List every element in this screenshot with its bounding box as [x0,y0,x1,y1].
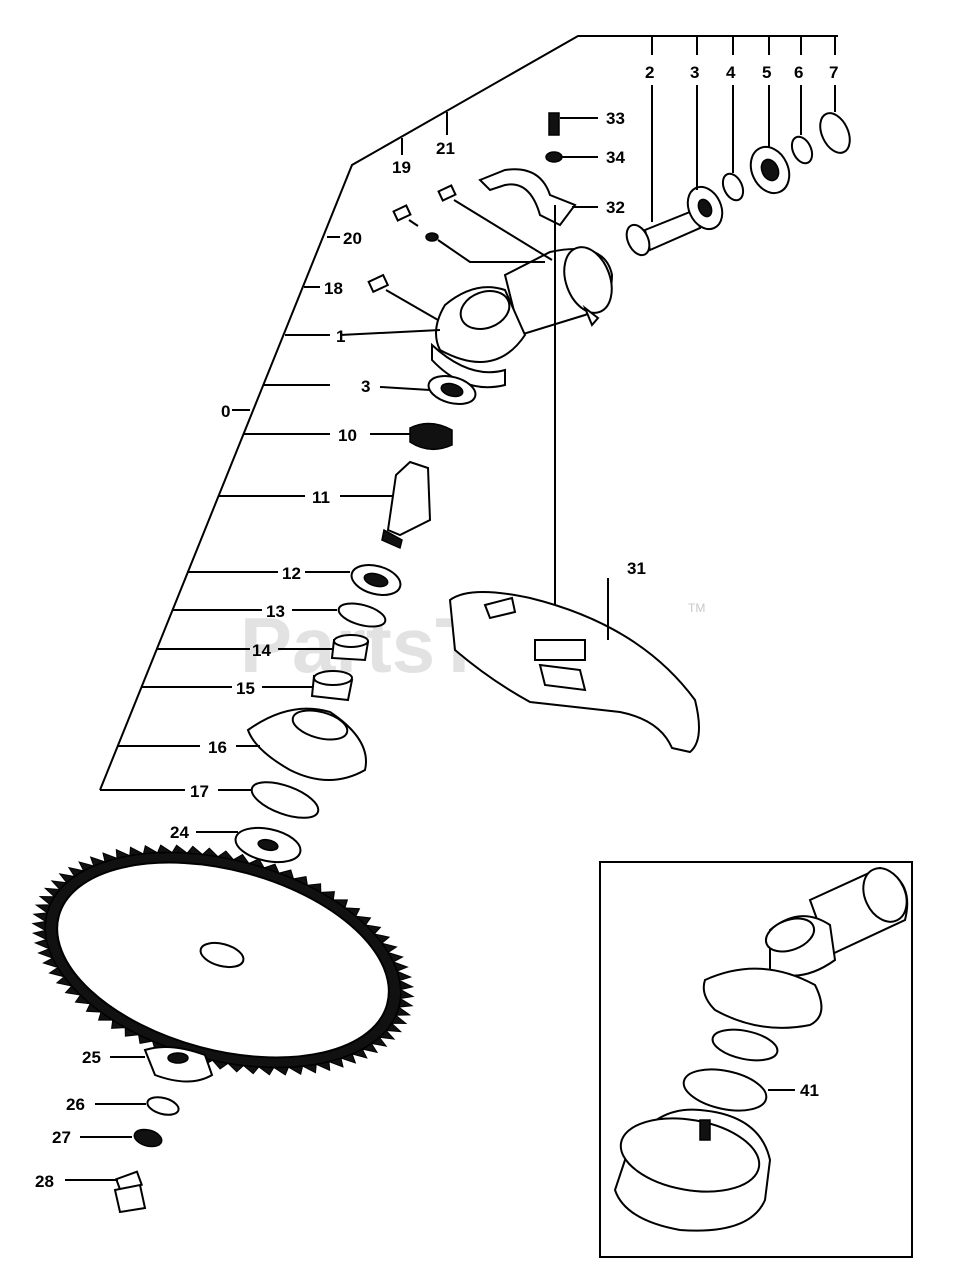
upper-shaft-parts [625,85,851,257]
label-32: 32 [606,198,625,217]
label-19: 19 [392,158,411,177]
label-17: 17 [190,782,209,801]
label-1: 1 [336,327,345,346]
label-0: 0 [221,402,230,421]
label-3b: 3 [361,377,370,396]
label-18: 18 [324,279,343,298]
snap-ring-17 [250,781,320,819]
screw-18 [367,273,390,294]
washer-26 [146,1096,180,1116]
label-10: 10 [338,426,357,445]
label-6: 6 [794,63,803,82]
screw-21 [437,184,457,202]
gear-case [431,246,614,389]
holder-25 [143,1045,214,1083]
screw-19 [392,204,412,222]
label-28: 28 [35,1172,54,1191]
washer-20 [425,232,439,242]
watermark-tm: TM [688,601,705,615]
label-13: 13 [266,602,285,621]
screw-33 [548,112,560,136]
saw-blade [31,844,415,1076]
clamp-parts [339,112,598,625]
label-5: 5 [762,63,771,82]
label-31: 31 [627,559,646,578]
label-41: 41 [800,1081,819,1100]
assembly-bracket [99,35,838,791]
ring-6 [790,135,814,165]
label-4: 4 [726,63,736,82]
nut-27 [133,1128,163,1148]
blade-fasteners [65,1045,214,1214]
ring-13 [337,602,387,628]
label-11: 11 [312,488,330,507]
snap-ring-7 [819,112,851,154]
label-16: 16 [208,738,227,757]
spindle-11 [386,460,432,537]
label-2: 2 [645,63,654,82]
label-21: 21 [436,139,455,158]
label-14: 14 [252,641,271,660]
label-25: 25 [82,1048,101,1067]
washer-34 [545,151,563,163]
label-26: 26 [66,1095,85,1114]
shaft-gear [625,223,651,257]
label-34: 34 [606,148,625,167]
label-3: 3 [690,63,699,82]
gear-10 [409,422,453,451]
spindle-stack [196,374,477,864]
inset-detail [599,861,913,1258]
label-12: 12 [282,564,301,583]
part-labels: 0 1 2 3 4 5 6 7 3 10 11 12 13 14 15 16 1… [35,63,838,1191]
label-33: 33 [606,109,625,128]
blade-guard [448,578,700,754]
label-15: 15 [236,679,255,698]
label-24: 24 [170,823,189,842]
washer-4 [721,172,745,202]
label-7: 7 [829,63,838,82]
clamp-32 [478,168,577,227]
label-20: 20 [343,229,362,248]
label-27: 27 [52,1128,71,1147]
